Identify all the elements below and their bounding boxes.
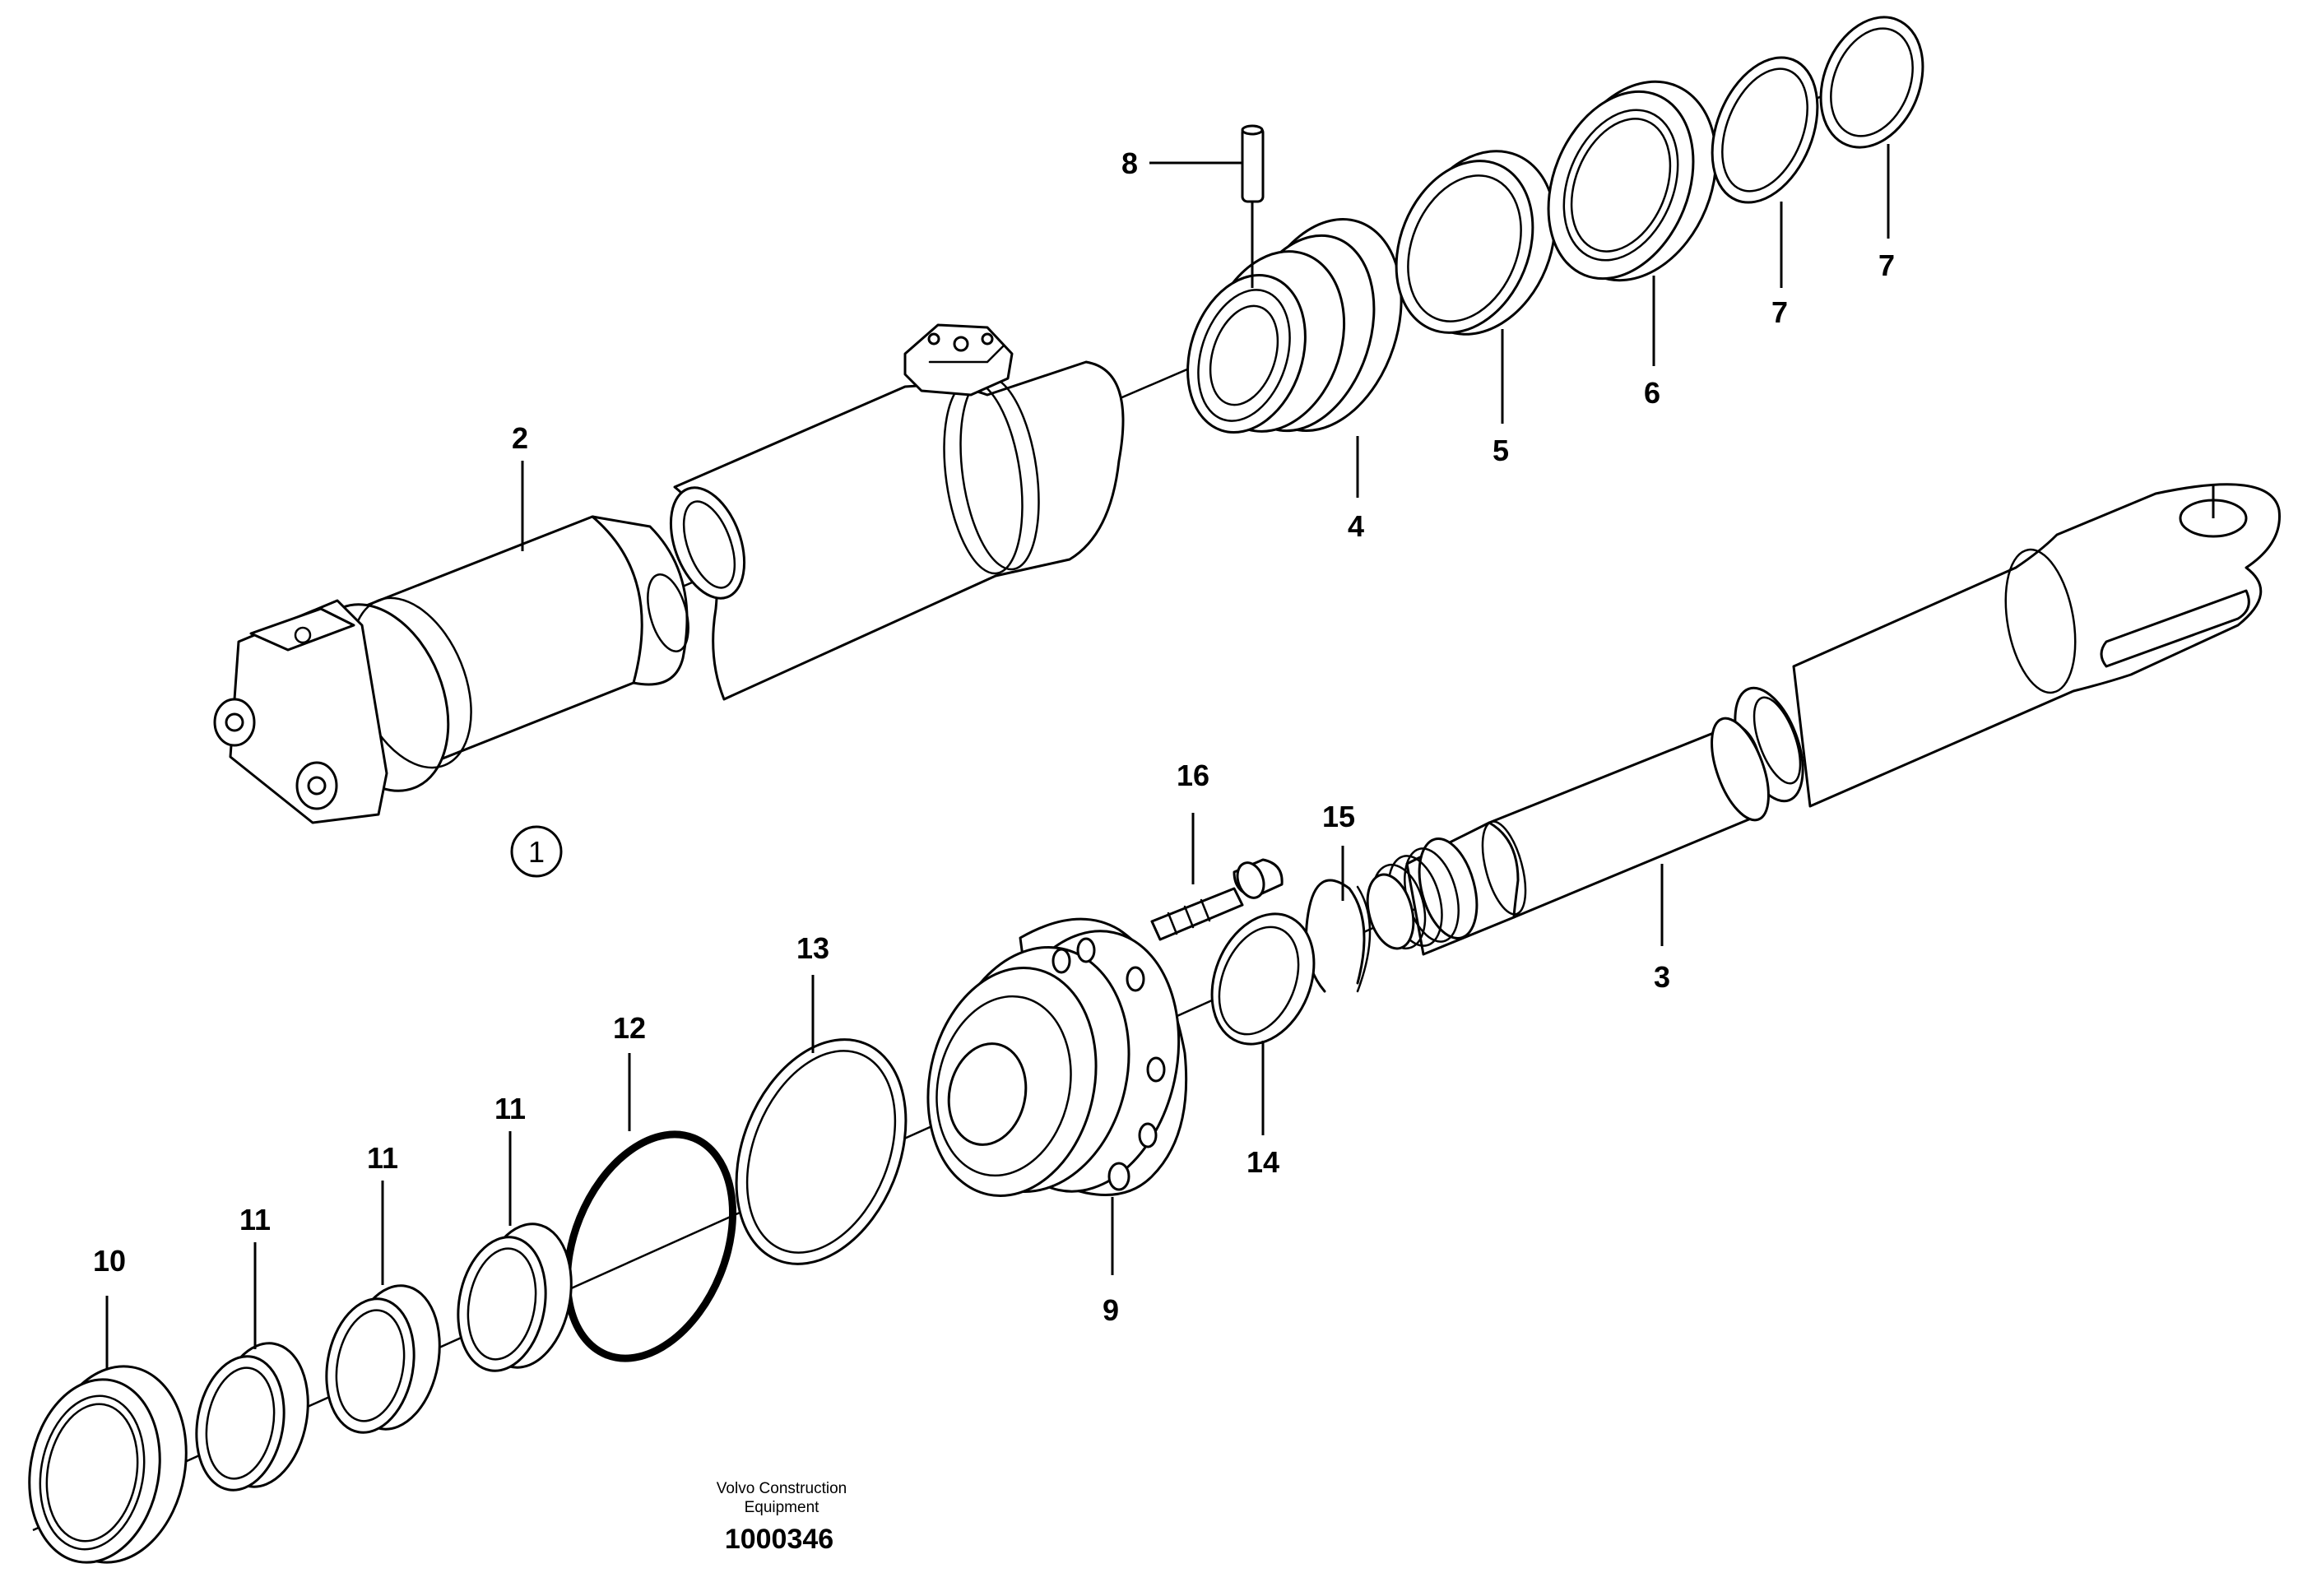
callout-5: 5 [1493,434,1509,467]
drawing-number: 1000346 [725,1524,833,1555]
assembly-marker: 1 [510,825,563,878]
callout-labels: 2 3 4 5 6 7 7 8 9 10 11 11 11 12 13 14 1… [93,146,1895,1327]
callout-16: 16 [1177,759,1209,792]
callout-11-right: 11 [494,1092,526,1125]
piston [1186,218,1403,434]
callout-9: 9 [1103,1293,1119,1327]
bolt [1150,858,1284,941]
piston-seal [1547,80,1718,282]
callout-15: 15 [1322,800,1355,833]
footer-company-line1: Volvo Construction [717,1480,847,1497]
callout-11-left: 11 [239,1203,271,1236]
backup-ring [563,1130,737,1362]
footer-company-line2: Equipment [745,1499,820,1516]
wear-ring-b [1819,16,1924,149]
callout-13: 13 [796,931,829,965]
callout-12: 12 [613,1011,646,1045]
wear-ring-a [1711,56,1819,204]
callout-7-left: 7 [1771,295,1788,329]
callout-8: 8 [1121,146,1138,180]
callout-3: 3 [1654,960,1670,994]
guide-ring [1395,150,1557,336]
bushing-a [457,1223,573,1372]
callout-6: 6 [1644,376,1660,410]
bushing-b [325,1284,441,1434]
pin [1241,124,1265,203]
snap-ring [1305,879,1372,993]
wiper-seal [28,1365,188,1564]
head-o-ring [735,1038,908,1265]
callout-14: 14 [1246,1145,1279,1179]
assembly-marker-label: 1 [528,835,545,869]
rod-ring [1210,912,1316,1046]
piston-rod [1366,483,2281,956]
callout-10: 10 [93,1244,126,1278]
cylinder-head [926,917,1188,1198]
callout-2: 2 [512,421,528,455]
leader-lines [105,144,1890,1370]
bushing-c [195,1342,309,1492]
callout-7-right: 7 [1878,248,1895,282]
footer: Volvo Construction Equipment 1000346 [717,1480,847,1555]
cylinder-tube [213,323,1125,824]
callout-4: 4 [1348,509,1364,543]
callout-11-middle: 11 [367,1141,398,1175]
